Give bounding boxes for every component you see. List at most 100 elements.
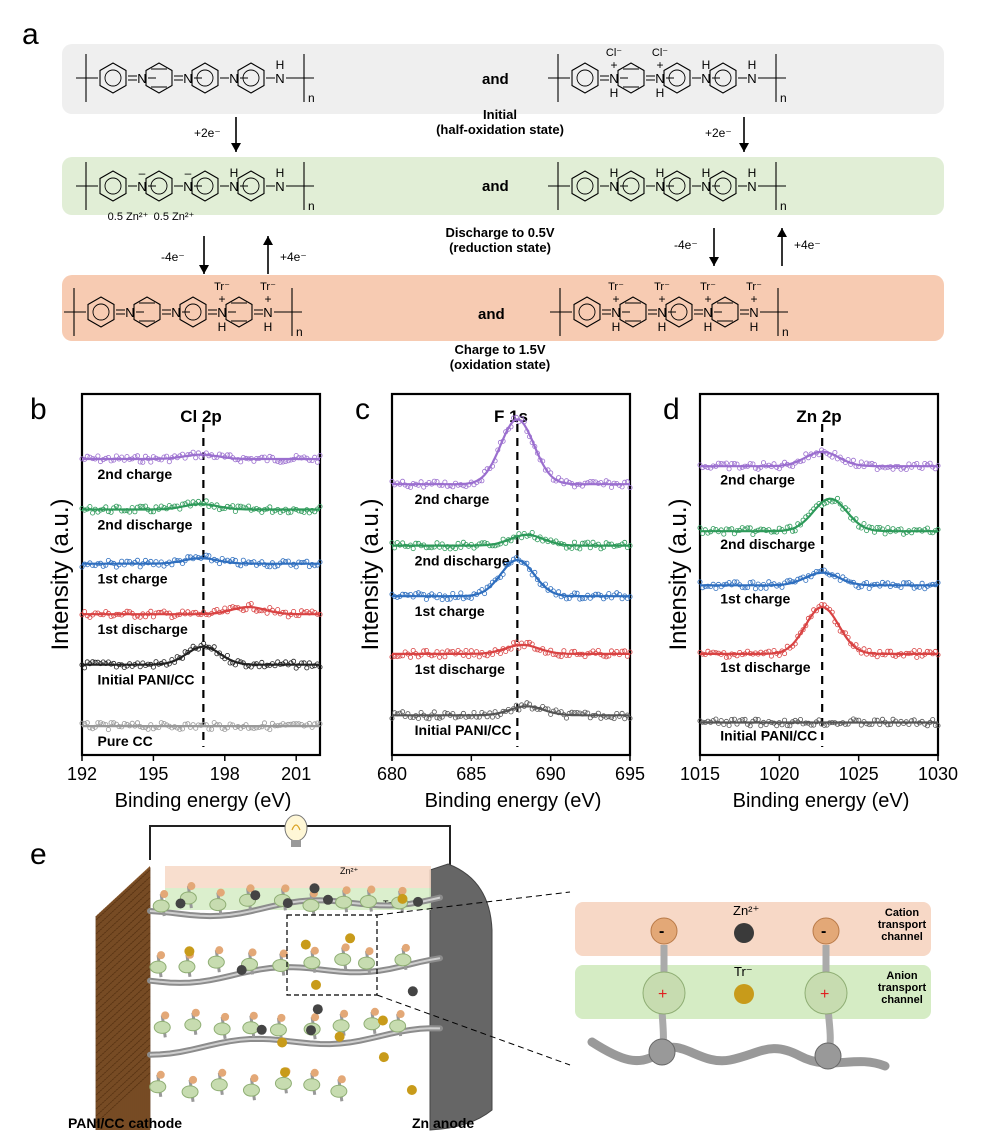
xps-point — [545, 587, 551, 593]
xps-point — [558, 709, 564, 715]
xps-point — [489, 543, 495, 549]
xps-point — [845, 721, 851, 727]
xps-point — [179, 655, 185, 661]
xps-point — [306, 457, 312, 463]
xps-point — [222, 726, 228, 732]
cation-bead — [149, 960, 167, 974]
xps-point — [574, 709, 580, 715]
xps-point — [582, 480, 588, 486]
xps-point — [103, 722, 109, 728]
xps-point — [739, 525, 745, 531]
row1-left-atom-0: N — [137, 71, 146, 86]
xps-point — [521, 644, 527, 650]
xps-point — [116, 504, 122, 510]
xps-point — [309, 561, 315, 567]
xps-point — [301, 660, 307, 666]
xps-point — [747, 723, 753, 729]
xps-series-label-0-2: 1st charge — [98, 571, 168, 587]
step-minus4e-left: -4e⁻ — [161, 250, 185, 264]
row3-left-ring-0-aromatic — [92, 303, 110, 321]
xps-point — [516, 645, 522, 651]
xps-point — [447, 596, 453, 602]
xps-point — [516, 419, 522, 425]
xps-point — [753, 465, 759, 471]
panel-letter-c: c — [355, 393, 370, 426]
xps-point — [697, 579, 703, 585]
row1-right-atom-0: N — [609, 71, 618, 86]
tr-ion — [377, 1015, 388, 1026]
xps-point — [224, 557, 230, 563]
xps-point — [609, 595, 615, 601]
xps-point — [214, 454, 220, 460]
xps-series-label-2-4: Initial PANI/CC — [720, 728, 817, 744]
row2-left-atom-0: N — [137, 179, 146, 194]
xps-point — [95, 720, 101, 726]
xps-point — [193, 645, 199, 651]
xps-point — [283, 459, 289, 465]
xps-point — [426, 716, 432, 722]
xps-point — [556, 541, 562, 547]
xps-point — [598, 546, 604, 552]
xps-point — [248, 507, 254, 513]
xps-point — [251, 458, 257, 464]
xps-point — [482, 591, 488, 597]
xps-point — [182, 455, 188, 461]
xps-point — [723, 526, 729, 532]
xps-point — [90, 659, 96, 665]
xps-point — [431, 709, 437, 715]
xps-point — [468, 595, 474, 601]
xps-point — [877, 464, 883, 470]
xps-point — [272, 663, 278, 669]
anion-bead — [187, 882, 196, 891]
xps-point — [142, 557, 148, 563]
xps-point — [893, 718, 899, 724]
xps-point — [858, 584, 864, 590]
xps-point — [745, 648, 751, 654]
xps-point — [400, 709, 406, 715]
cation-bead — [207, 955, 225, 969]
xps-point — [121, 508, 127, 514]
xps-point — [418, 652, 424, 658]
xps-points-0-5 — [79, 720, 323, 733]
row2-left-ring-0-aromatic — [104, 177, 122, 195]
xps-point — [890, 652, 896, 658]
xps-point — [611, 543, 617, 549]
xps-point — [569, 481, 575, 487]
xps-point — [731, 531, 737, 537]
row2-right-atom-1: N — [655, 179, 664, 194]
xps-point — [92, 659, 98, 665]
xps-point — [314, 459, 320, 465]
xps-point — [111, 720, 117, 726]
anion-bead — [249, 1011, 258, 1020]
xps-point — [140, 725, 146, 731]
mesh-line — [95, 876, 151, 928]
mesh-line — [95, 974, 151, 1026]
xps-point — [201, 640, 207, 646]
xps-point — [283, 609, 289, 615]
xps-point — [803, 577, 809, 583]
xps-point — [476, 478, 482, 484]
xps-point — [463, 714, 469, 720]
xps-point — [238, 563, 244, 569]
row2-right-ring-3-aromatic — [714, 177, 732, 195]
xps-point — [129, 561, 135, 567]
mesh-line — [95, 911, 151, 963]
xps-point — [407, 542, 413, 548]
panel-letter-a: a — [22, 18, 39, 51]
row1-right-atom-bottom-0: H — [610, 86, 619, 100]
xps-point — [285, 614, 291, 620]
xps-point — [755, 716, 761, 722]
xps-point — [909, 464, 915, 470]
row3-left-atom-3: N — [263, 305, 272, 320]
inset-plus-right: + — [820, 986, 829, 1003]
xps-title-2: Zn 2p — [796, 407, 841, 426]
xps-point — [98, 661, 104, 667]
row1-right-counterion-0: Cl⁻ — [606, 47, 622, 59]
polymer-backbone-shine — [149, 957, 441, 984]
xps-point — [185, 721, 191, 727]
xps-point — [827, 572, 833, 578]
xps-point — [917, 584, 923, 590]
xps-curve-2-1 — [700, 497, 938, 533]
xps-point — [298, 660, 304, 666]
row2-left-ring-3 — [237, 170, 265, 202]
